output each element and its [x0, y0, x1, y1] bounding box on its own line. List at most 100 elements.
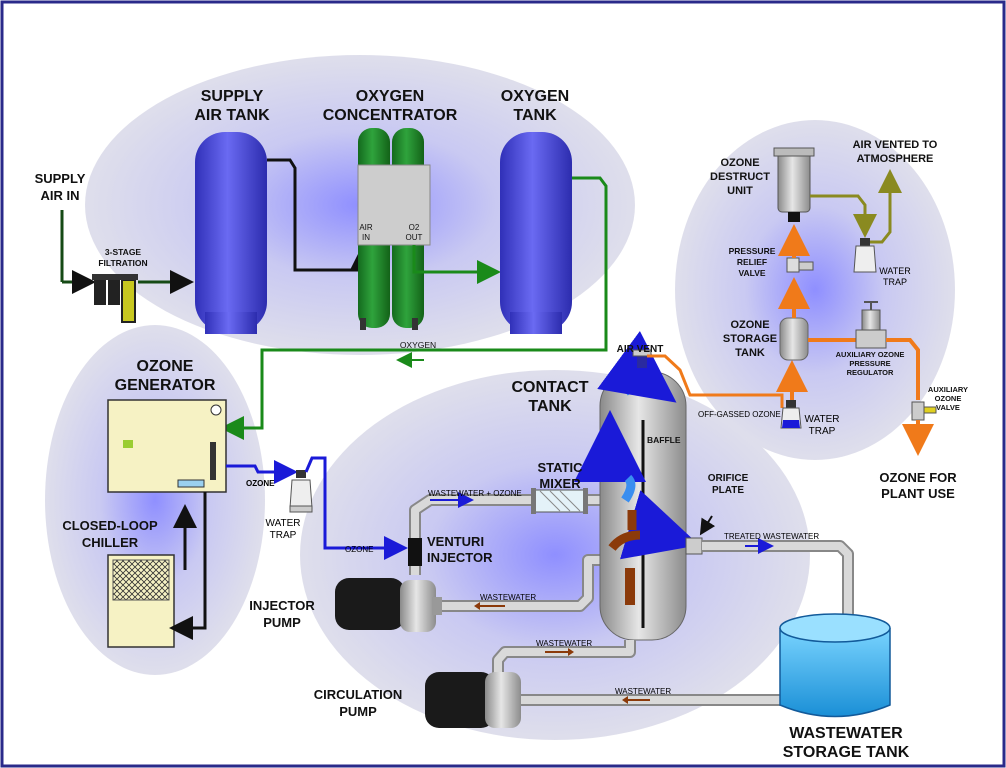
svg-text:PUMP: PUMP	[263, 615, 301, 630]
svg-text:TANK: TANK	[735, 347, 765, 359]
label-treated-wastewater: TREATED WASTEWATER	[724, 532, 819, 541]
svg-text:REGULATOR: REGULATOR	[847, 368, 894, 377]
offgas-zone	[675, 120, 955, 460]
svg-text:WATER: WATER	[879, 266, 911, 276]
label-orifice-plate: ORIFICE PLATE	[708, 473, 749, 496]
label-water-trap-1: WATER TRAP	[266, 518, 301, 541]
ozone-storage-tank	[779, 317, 809, 361]
svg-text:VALVE: VALVE	[738, 268, 765, 278]
svg-text:OZONE: OZONE	[935, 394, 962, 403]
ozone-line-2	[304, 456, 408, 560]
vent-line	[810, 194, 877, 238]
svg-text:AIR TANK: AIR TANK	[194, 107, 270, 124]
label-closed-loop-chiller: CLOSED-LOOP CHILLER	[62, 518, 158, 550]
label-supply-air-tank: SUPPLY AIR TANK	[194, 88, 270, 124]
svg-text:PUMP: PUMP	[339, 704, 377, 719]
svg-text:INJECTOR: INJECTOR	[427, 550, 493, 565]
svg-text:TRAP: TRAP	[809, 426, 836, 437]
injector-pump	[335, 578, 442, 632]
circulation-pump	[425, 672, 521, 728]
label-injector-pump: INJECTOR PUMP	[249, 598, 315, 630]
label-ozone-storage-tank: OZONE STORAGE TANK	[723, 319, 777, 359]
label-aux-ozone-pressure-regulator: AUXILIARY OZONE PRESSURE REGULATOR	[836, 350, 905, 377]
svg-text:ATMOSPHERE: ATMOSPHERE	[857, 153, 934, 165]
water-trap-3	[780, 400, 802, 429]
label-air-vent: AIR VENT	[617, 344, 664, 355]
svg-text:GENERATOR: GENERATOR	[115, 377, 216, 394]
off-gassed-ozone-line	[647, 354, 784, 408]
svg-text:IN: IN	[362, 233, 370, 242]
static-mixer	[531, 488, 588, 514]
label-baffle: BAFFLE	[647, 435, 681, 445]
label-water-trap-3: WATER TRAP	[805, 414, 840, 437]
svg-text:RELIEF: RELIEF	[737, 257, 767, 267]
svg-text:DESTRUCT: DESTRUCT	[710, 171, 770, 183]
svg-text:STORAGE TANK: STORAGE TANK	[783, 744, 910, 761]
svg-text:MIXER: MIXER	[539, 476, 581, 491]
air-vent	[632, 349, 652, 368]
tank-flow-arrow-top	[597, 330, 677, 403]
svg-text:OXYGEN: OXYGEN	[356, 88, 424, 105]
label-ozone-destruct-unit: OZONE DESTRUCT UNIT	[710, 157, 770, 197]
svg-text:3-STAGE: 3-STAGE	[105, 247, 142, 257]
label-wastewater-3: WASTEWATER	[615, 687, 671, 696]
svg-text:CHILLER: CHILLER	[82, 535, 139, 550]
oxygen-concentrator	[357, 128, 431, 330]
label-oxygen-line: OXYGEN	[400, 340, 436, 350]
svg-text:OUT: OUT	[406, 233, 423, 242]
oxygen-tank	[500, 132, 572, 334]
svg-text:OZONE: OZONE	[720, 157, 759, 169]
svg-text:VENTURI: VENTURI	[427, 534, 484, 549]
svg-text:CONCENTRATOR: CONCENTRATOR	[323, 107, 458, 124]
svg-text:AIR: AIR	[359, 223, 373, 232]
svg-text:PRESSURE: PRESSURE	[849, 359, 890, 368]
svg-text:PLATE: PLATE	[712, 485, 744, 496]
svg-text:PRESSURE: PRESSURE	[729, 246, 776, 256]
svg-text:STORAGE: STORAGE	[723, 333, 777, 345]
label-off-gassed-ozone: OFF-GASSED OZONE	[698, 410, 781, 419]
label-ozone-generator: OZONE GENERATOR	[115, 358, 216, 394]
water-trap-1	[289, 470, 313, 513]
svg-text:CIRCULATION: CIRCULATION	[314, 687, 403, 702]
label-oxygen-tank: OXYGEN TANK	[501, 88, 569, 124]
label-o2-out: O2 OUT	[406, 223, 423, 242]
svg-text:AIR VENTED TO: AIR VENTED TO	[853, 139, 938, 151]
o2-out-line	[412, 245, 501, 284]
label-air-in: AIR IN	[359, 223, 373, 242]
label-water-trap-2: WATER TRAP	[879, 266, 911, 287]
pressure-relief-valve	[786, 257, 814, 273]
svg-text:WATER: WATER	[805, 414, 840, 425]
svg-text:AUXILIARY OZONE: AUXILIARY OZONE	[836, 350, 905, 359]
svg-text:INJECTOR: INJECTOR	[249, 598, 315, 613]
label-pressure-relief-valve: PRESSURE RELIEF VALVE	[729, 246, 776, 278]
svg-text:TRAP: TRAP	[883, 277, 907, 287]
label-wastewater-1: WASTEWATER	[480, 593, 536, 602]
svg-text:UNIT: UNIT	[727, 185, 753, 197]
svg-text:CONTACT: CONTACT	[511, 379, 588, 396]
label-ozone-for-plant-use: OZONE FOR PLANT USE	[879, 470, 957, 501]
water-trap-2	[853, 238, 877, 273]
svg-text:PLANT USE: PLANT USE	[881, 486, 955, 501]
wastewater-storage-tank	[779, 613, 891, 718]
svg-text:TANK: TANK	[528, 398, 572, 415]
label-circulation-pump: CIRCULATION PUMP	[314, 687, 403, 719]
label-wastewater-storage-tank: WASTEWATER STORAGE TANK	[783, 725, 910, 761]
label-wastewater-2: WASTEWATER	[536, 639, 592, 648]
svg-text:OZONE FOR: OZONE FOR	[879, 470, 957, 485]
label-ozone-line-2: OZONE	[345, 545, 373, 554]
ozone-destruct-unit	[773, 147, 815, 222]
label-ozone-line-1: OZONE	[246, 479, 275, 488]
svg-text:FILTRATION: FILTRATION	[98, 258, 147, 268]
label-filtration: 3-STAGE FILTRATION	[98, 247, 147, 268]
svg-text:TRAP: TRAP	[270, 530, 297, 541]
orifice-plate	[685, 537, 703, 555]
svg-text:CLOSED-LOOP: CLOSED-LOOP	[62, 518, 158, 533]
svg-text:OZONE: OZONE	[137, 358, 194, 375]
svg-text:ORIFICE: ORIFICE	[708, 473, 749, 484]
svg-text:O2: O2	[409, 223, 420, 232]
label-aux-ozone-valve: AUXILIARY OZONE VALVE	[928, 385, 968, 412]
supply-air-tank	[195, 132, 267, 334]
svg-text:STATIC: STATIC	[537, 460, 583, 475]
svg-text:AIR IN: AIR IN	[41, 188, 80, 203]
